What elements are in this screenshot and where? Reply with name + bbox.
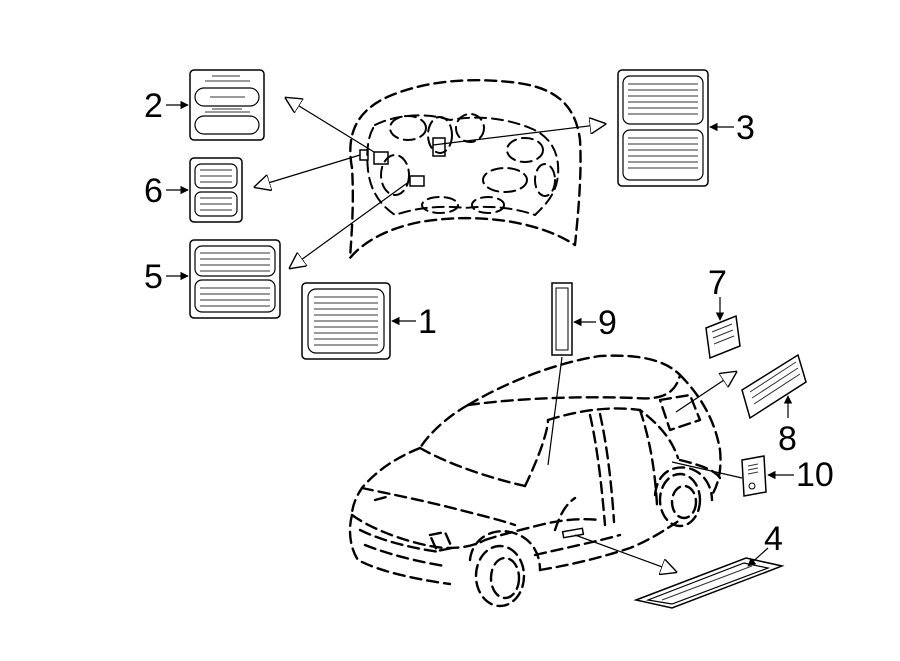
hood-leaders — [255, 98, 605, 268]
callout-7: 7 — [708, 264, 727, 302]
callout-3: 3 — [736, 109, 755, 147]
callout-10: 10 — [796, 456, 834, 494]
label-9-plate — [551, 282, 573, 356]
callout-8: 8 — [778, 420, 797, 458]
callout-4: 4 — [764, 520, 783, 558]
callout-6: 6 — [144, 172, 163, 210]
label-10-plate — [741, 455, 767, 497]
callout-1: 1 — [418, 303, 437, 341]
vehicle-outline — [348, 354, 722, 608]
callout-2: 2 — [144, 87, 163, 125]
hood-label-markers — [359, 137, 446, 187]
callout-9: 9 — [598, 304, 617, 342]
hood-outline — [348, 79, 582, 260]
label-1-plate — [301, 282, 391, 360]
label-8-plate — [741, 353, 807, 420]
label-5-plate — [189, 239, 281, 319]
label-7-plate — [705, 314, 741, 360]
label-6-plate — [189, 157, 243, 223]
callout-arrows — [166, 100, 794, 567]
label-2-plate — [189, 69, 265, 141]
vehicle-leaders — [547, 356, 743, 572]
callout-5: 5 — [144, 258, 163, 296]
label-3-plate — [617, 69, 709, 187]
label-4-plate — [633, 557, 785, 609]
